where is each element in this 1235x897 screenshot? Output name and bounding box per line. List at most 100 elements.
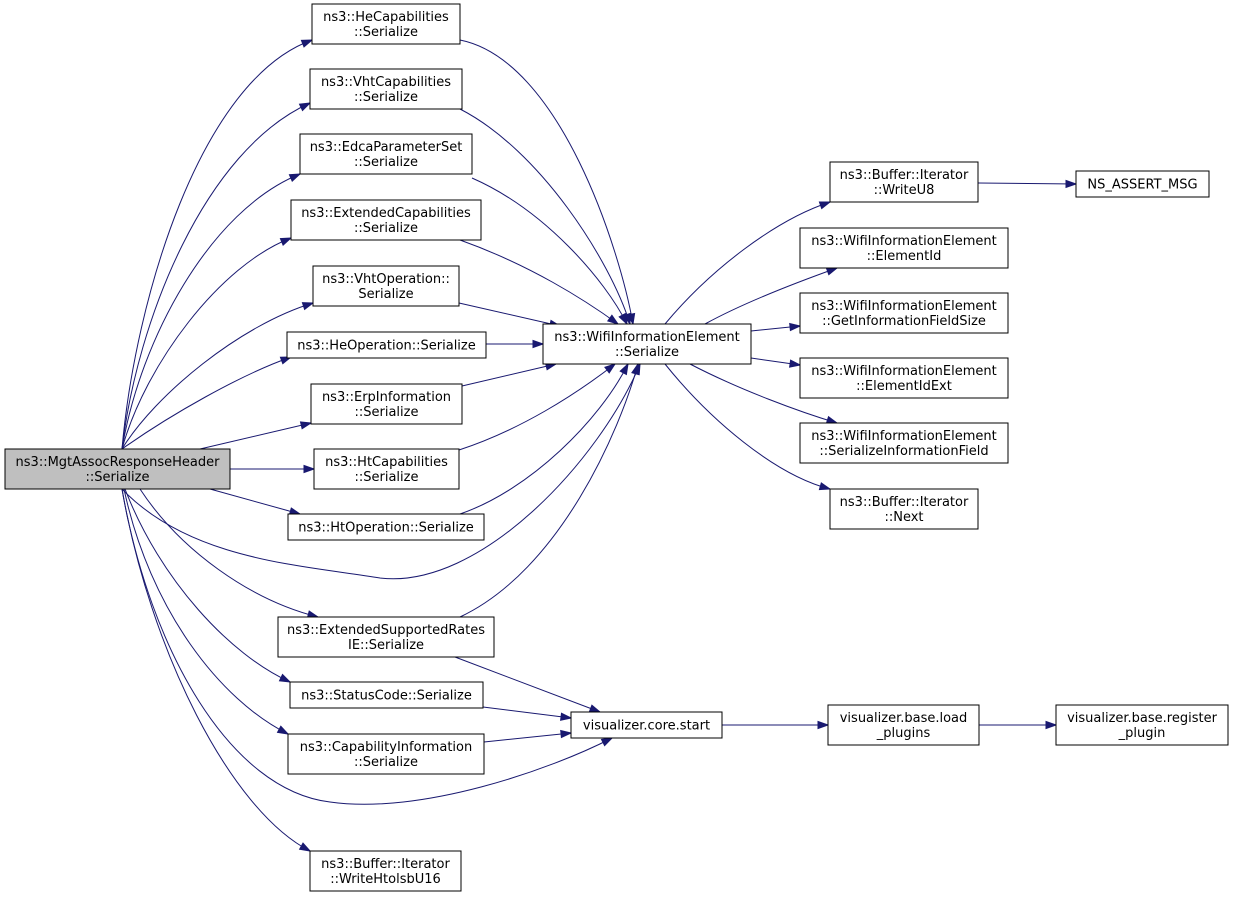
arrowhead [278, 673, 292, 683]
node-status[interactable]: ns3::StatusCode::Serialize [289, 681, 484, 709]
node-write-u8[interactable]: ns3::Buffer::Iterator::WriteU8 [829, 161, 979, 203]
node-label-line: ns3::WifiInformationElement [811, 234, 997, 249]
node-label-line: ::Serialize [354, 25, 418, 40]
node-vht-cap[interactable]: ns3::VhtCapabilities::Serialize [309, 68, 463, 110]
edge-erp-to-wie_ser [461, 362, 558, 387]
node-htolsb[interactable]: ns3::Buffer::Iterator::WriteHtolsbU16 [309, 850, 462, 892]
arrowhead [1045, 720, 1058, 730]
node-label-line: ::Serialize [354, 221, 418, 236]
arrowhead [818, 201, 832, 210]
arrowhead [606, 314, 620, 325]
node-erp[interactable]: ns3::ErpInformation::Serialize [310, 383, 463, 425]
node-he-op[interactable]: ns3::HeOperation::Serialize [286, 331, 487, 359]
edge-root-to-erp [199, 421, 313, 450]
node-label-line: Serialize [358, 287, 413, 302]
edge-root-to-he_op [121, 356, 293, 450]
node-label-line: ns3::WifiInformationElement [811, 364, 997, 379]
arrowhead [1065, 179, 1078, 189]
arrowhead [279, 237, 293, 246]
edge-root-to-he_cap [121, 39, 314, 450]
node-register-plugin[interactable]: visualizer.base.register_plugin [1055, 704, 1229, 746]
node-elem-id[interactable]: ns3::WifiInformationElement::ElementId [799, 227, 1009, 269]
node-label-line: ns3::StatusCode::Serialize [301, 689, 472, 704]
node-he-cap[interactable]: ns3::HeCapabilities::Serialize [311, 3, 461, 45]
node-label-line: ns3::ExtendedCapabilities [301, 206, 471, 221]
node-label-line: ::Serialize [355, 405, 419, 420]
node-next[interactable]: ns3::Buffer::Iterator::Next [829, 488, 979, 530]
node-label-line: ::Serialize [355, 470, 419, 485]
node-ht-op[interactable]: ns3::HtOperation::Serialize [287, 513, 485, 541]
node-label-line: ::WriteU8 [874, 183, 935, 198]
edge-wie_ser-to-elem_id_ext [750, 357, 802, 368]
node-label-line: ::Serialize [86, 470, 150, 485]
edge-viz_start-to-load_plugins [722, 720, 830, 730]
arrowhead [618, 312, 628, 326]
node-ht-cap[interactable]: ns3::HtCapabilities::Serialize [313, 448, 460, 490]
node-ser-field[interactable]: ns3::WifiInformationElement::SerializeIn… [799, 422, 1009, 464]
edge-root-to-vht_cap [121, 102, 312, 450]
node-elem-id-ext[interactable]: ns3::WifiInformationElement::ElementIdEx… [799, 357, 1009, 399]
node-label-line: visualizer.base.load [840, 711, 968, 726]
arrowhead [619, 362, 629, 376]
node-label-line: ::SerializeInformationField [819, 444, 988, 459]
node-viz-start[interactable]: visualizer.core.start [570, 711, 723, 739]
edge-root-to-capinfo [123, 488, 290, 735]
node-label-line: ns3::Buffer::Iterator [321, 857, 450, 872]
node-vht-op[interactable]: ns3::VhtOperation::Serialize [312, 265, 460, 307]
arrowhead [825, 267, 839, 276]
node-label-line: ::WriteHtolsbU16 [330, 872, 441, 887]
edge-wie_ser-to-next [664, 363, 832, 491]
edge-write_u8-to-ns_assert [977, 179, 1078, 189]
edge-ht_op-to-wie_ser [459, 362, 629, 515]
node-ns-assert[interactable]: NS_ASSERT_MSG [1075, 170, 1210, 198]
node-load-plugins[interactable]: visualizer.base.load_plugins [827, 704, 980, 746]
edge-root-to-vht_op [121, 302, 315, 450]
node-label-line: ns3::VhtOperation:: [322, 272, 450, 287]
arrowhead [298, 102, 312, 112]
arrowhead [276, 725, 290, 735]
node-root: ns3::MgtAssocResponseHeader::Serialize [4, 448, 231, 490]
edge-wie_ser-to-get_size [750, 322, 802, 332]
node-edca[interactable]: ns3::EdcaParameterSet::Serialize [299, 133, 473, 175]
edge-status-to-viz_start [482, 706, 573, 721]
node-label-line: ::ElementId [867, 249, 942, 264]
arrowhead [789, 322, 802, 332]
node-wie-ser[interactable]: ns3::WifiInformationElement::Serialize [542, 323, 752, 365]
node-capinfo[interactable]: ns3::CapabilityInformation::Serialize [287, 733, 485, 775]
node-label-line: ::Serialize [354, 755, 418, 770]
arrowhead [298, 842, 312, 852]
node-label-line: _plugins [876, 726, 931, 741]
node-label-line: ns3::EdcaParameterSet [310, 140, 463, 155]
edge-root-to-ext_cap [121, 237, 293, 450]
node-label-line: ns3::ErpInformation [322, 390, 451, 405]
node-label-line: ns3::WifiInformationElement [811, 429, 997, 444]
node-label-line: ns3::Buffer::Iterator [840, 168, 969, 183]
node-label-line: ns3::HeOperation::Serialize [297, 339, 476, 354]
arrowhead [532, 339, 545, 349]
arrowhead [560, 729, 573, 739]
node-label-line: IE::Serialize [348, 638, 424, 653]
arrowhead [789, 359, 802, 368]
arrowhead [303, 464, 316, 474]
arrowhead [817, 720, 830, 730]
node-label-line: ::GetInformationFieldSize [822, 314, 986, 329]
edge-load_plugins-to-register_plugin [979, 720, 1058, 730]
edges-layer [121, 39, 1078, 852]
edge-he_op-to-wie_ser [486, 339, 545, 349]
arrowhead [825, 415, 839, 424]
node-label-line: ns3::ExtendedSupportedRates [287, 623, 485, 638]
edge-root-to-edca [121, 173, 302, 450]
edge-root-to-ht_cap [230, 464, 316, 474]
arrowhead [300, 39, 314, 48]
node-ext-cap[interactable]: ns3::ExtendedCapabilities::Serialize [290, 199, 482, 241]
node-label-line: ns3::HeCapabilities [323, 10, 449, 25]
edge-vht_cap-to-wie_ser [459, 108, 631, 326]
arrowhead [631, 362, 640, 376]
edge-root-to-status [124, 488, 292, 683]
node-get-size[interactable]: ns3::WifiInformationElement::GetInformat… [799, 292, 1009, 334]
edge-edca-to-wie_ser [471, 177, 628, 326]
node-label-line: ::Serialize [615, 345, 679, 360]
node-label-line: ns3::Buffer::Iterator [840, 495, 969, 510]
